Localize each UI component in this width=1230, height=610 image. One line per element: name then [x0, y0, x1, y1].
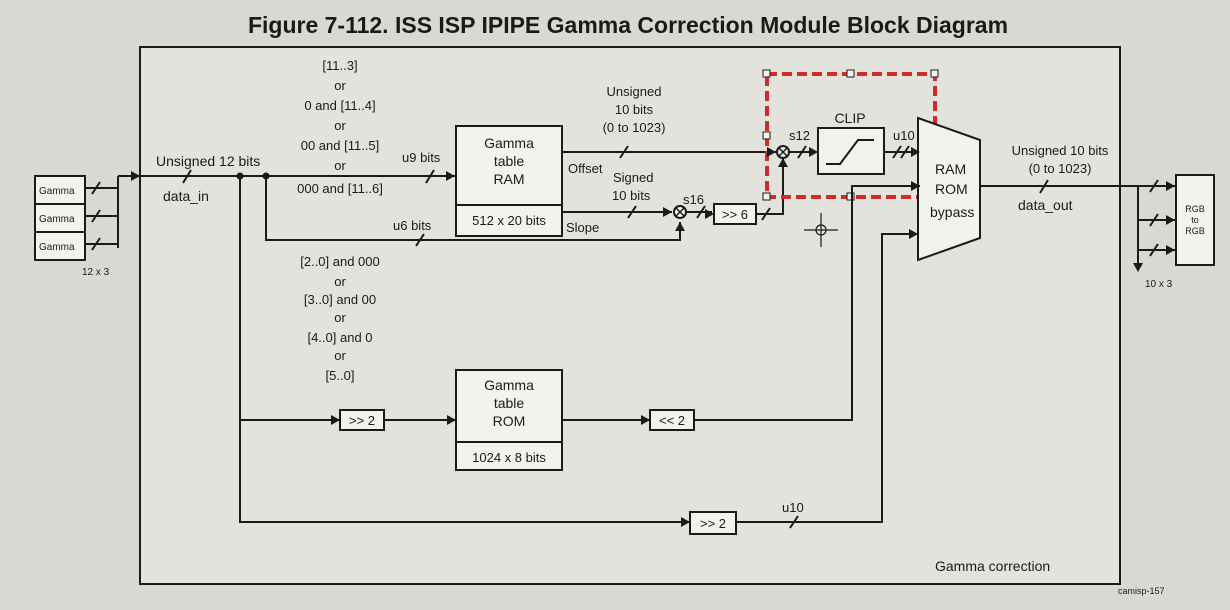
rgb-to-rgb-block: [1175, 174, 1215, 266]
data-out-type-1: Unsigned 10 bits: [1012, 143, 1109, 158]
offset-label: Offset: [568, 161, 603, 176]
clip-curve-icon: [826, 139, 874, 165]
u10-bypass-slash: [789, 515, 799, 529]
svg-text:or: or: [334, 274, 346, 289]
svg-text:[3..0] and 00: [3..0] and 00: [304, 292, 376, 307]
svg-text:table: table: [494, 395, 525, 411]
shift-right-2-rom: >> 2: [349, 413, 375, 428]
output-count: 10 x 3: [1145, 279, 1173, 290]
crosshair-icon: [804, 213, 838, 247]
shift-left-2: << 2: [659, 413, 685, 428]
s12-slash: [797, 145, 807, 159]
rom-size: 1024 x 8 bits: [472, 450, 546, 465]
u10-clip-slash: [892, 145, 910, 159]
svg-text:(0 to 1023): (0 to 1023): [603, 120, 666, 135]
arrow-heads: [131, 147, 1175, 527]
svg-text:[4..0] and 0: [4..0] and 0: [307, 330, 372, 345]
rom-to-mux-wire: [694, 185, 920, 421]
svg-text:or: or: [334, 348, 346, 363]
mux-bypass: bypass: [930, 204, 974, 220]
input-count: 12 x 3: [82, 267, 110, 278]
mux-ram: RAM: [935, 161, 966, 177]
s12-label: s12: [789, 128, 810, 143]
input-table-2: Gamma: [39, 214, 75, 225]
data-out-type-2: (0 to 1023): [1029, 161, 1092, 176]
bit-select-low: [2..0] and 000 or [3..0] and 00 or [4..0…: [300, 254, 380, 383]
data-in-slash: [182, 169, 192, 184]
figure-title: Figure 7-112. ISS ISP IPIPE Gamma Correc…: [248, 12, 1008, 38]
output-bus: [1137, 186, 1175, 270]
svg-text:Unsigned: Unsigned: [607, 84, 662, 99]
data-out-label: data_out: [1018, 197, 1073, 213]
data-in-type: Unsigned 12 bits: [156, 153, 260, 169]
u6-bits: u6 bits: [393, 218, 432, 233]
svg-text:table: table: [494, 153, 525, 169]
u9-slash: [425, 169, 435, 184]
svg-text:RGB: RGB: [1185, 226, 1205, 236]
slope-label: Slope: [566, 220, 599, 235]
svg-text:10 bits: 10 bits: [615, 102, 654, 117]
svg-text:0 and [11..4]: 0 and [11..4]: [304, 98, 375, 113]
clip-block: [817, 127, 885, 175]
u9-bits: u9 bits: [402, 150, 441, 165]
svg-text:RGB: RGB: [1185, 204, 1205, 214]
data-in-label: data_in: [163, 188, 209, 204]
shift-right-2-bypass: >> 2: [700, 516, 726, 531]
slope-slash: [627, 205, 637, 219]
add-slash: [761, 207, 771, 221]
shift-right-6: >> 6: [722, 207, 748, 222]
ram-size: 512 x 20 bits: [472, 213, 546, 228]
svg-text:Gamma: Gamma: [484, 135, 534, 151]
figure-id: camisp-157: [1118, 586, 1165, 596]
svg-text:or: or: [334, 158, 346, 173]
s16-slash: [696, 205, 706, 219]
gamma-rom-block: [455, 369, 563, 471]
svg-text:or: or: [334, 310, 346, 325]
signed-slope-2: 10 bits: [612, 188, 651, 203]
svg-text:[11..3]: [11..3]: [322, 58, 357, 73]
svg-text:000 and [11..6]: 000 and [11..6]: [297, 181, 383, 196]
bypass-wire: [239, 420, 690, 523]
input-table-1: Gamma: [39, 186, 75, 197]
gamma-ram-block: [455, 125, 563, 237]
svg-text:00 and [11..5]: 00 and [11..5]: [301, 138, 380, 153]
clip-label: CLIP: [834, 110, 865, 126]
svg-text:or: or: [334, 118, 346, 133]
svg-text:or: or: [334, 78, 346, 93]
u10-bypass: u10: [782, 500, 804, 515]
svg-text:[5..0]: [5..0]: [326, 368, 355, 383]
svg-text:ROM: ROM: [493, 413, 526, 429]
u6-slash: [415, 233, 425, 247]
bit-select-ram: [11..3] or 0 and [11..4] or 00 and [11..…: [297, 58, 383, 196]
input-bus: [85, 175, 140, 248]
svg-text:[2..0] and 000: [2..0] and 000: [300, 254, 380, 269]
module-label: Gamma correction: [935, 558, 1050, 574]
u10-clip: u10: [893, 128, 915, 143]
mux-block: [917, 116, 981, 262]
bypass-to-mux-wire: [736, 233, 918, 523]
input-tables: Gamma Gamma Gamma: [34, 175, 86, 261]
mux-rom: ROM: [935, 181, 968, 197]
data-out-slash: [1039, 179, 1049, 194]
svg-text:to: to: [1191, 215, 1199, 225]
svg-text:RAM: RAM: [493, 171, 524, 187]
s16-label: s16: [683, 192, 704, 207]
input-table-3: Gamma: [39, 242, 75, 253]
offset-slash: [619, 145, 629, 159]
signed-slope-1: Signed: [613, 170, 653, 185]
svg-text:Gamma: Gamma: [484, 377, 534, 393]
input-slashes: [91, 181, 101, 251]
unsigned-offset: Unsigned 10 bits (0 to 1023): [603, 84, 666, 135]
output-slashes: [1149, 179, 1159, 257]
